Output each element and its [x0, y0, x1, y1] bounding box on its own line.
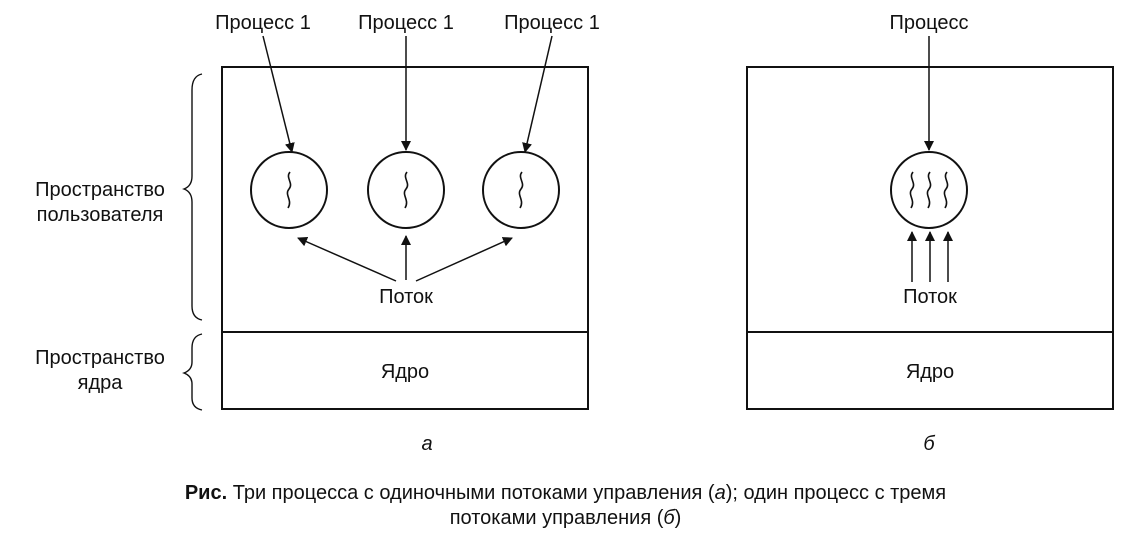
panel-a-thread-arrow-right	[415, 237, 513, 282]
panel-b-label: б	[923, 433, 935, 455]
caption-line-2: потоками управления (б)	[0, 506, 1131, 531]
panel-a-process-circle-3	[482, 151, 560, 229]
panel-b-process-circle	[890, 151, 968, 229]
caption-ref-a: а	[714, 482, 726, 504]
caption-text-4: )	[674, 507, 682, 529]
panel-b-thread-label: Поток	[903, 286, 957, 308]
panel-a-process-arrow-3	[522, 35, 553, 153]
panel-a-thread-squiggle-3	[518, 171, 524, 209]
panel-b-box	[746, 66, 1114, 410]
panel-a-process-arrow-1	[262, 35, 295, 153]
panel-a-process-circle-2	[367, 151, 445, 229]
panel-a-thread-label: Поток	[379, 286, 433, 308]
panel-a-kernel-label: Ядро	[381, 361, 429, 383]
panel-a-process-circle-1	[250, 151, 328, 229]
caption-text-1: Три процесса с одиночными потоками управ…	[227, 482, 715, 504]
panel-b-kernel-label: Ядро	[906, 361, 954, 383]
caption-text-3: потоками управления (	[449, 507, 664, 529]
panel-a-thread-squiggle-1	[286, 171, 292, 209]
panel-a-process-label-1: Процесс 1	[215, 12, 311, 34]
caption-text-2: ); один процесс с тремя	[725, 482, 947, 504]
panel-a-label: а	[421, 433, 432, 455]
panel-a-box	[221, 66, 589, 410]
kernel-space-brace	[182, 333, 203, 411]
caption-line-1: Рис. Три процесса с одиночными потоками …	[0, 481, 1131, 506]
panel-b-thread-squiggle-3	[943, 171, 949, 209]
user-space-label-line2: пользователя	[37, 204, 164, 226]
figure-caption: Рис. Три процесса с одиночными потоками …	[0, 481, 1131, 531]
user-space-brace	[182, 73, 203, 321]
panel-a-process-label-3: Процесс 1	[504, 12, 600, 34]
caption-ref-b: б	[663, 507, 675, 529]
kernel-space-label-line2: ядра	[78, 372, 124, 394]
kernel-space-label-line1: Пространство	[35, 347, 165, 369]
user-space-label-line1: Пространство	[35, 179, 165, 201]
panel-a-thread-arrow-left	[297, 237, 397, 282]
panel-a-thread-squiggle-2	[403, 171, 409, 209]
panel-b-process-label: Процесс	[890, 12, 969, 34]
caption-prefix: Рис.	[184, 482, 228, 504]
panel-a-process-label-2: Процесс 1	[358, 12, 454, 34]
panel-b-thread-squiggle-1	[909, 171, 915, 209]
panel-b-thread-squiggle-2	[926, 171, 932, 209]
